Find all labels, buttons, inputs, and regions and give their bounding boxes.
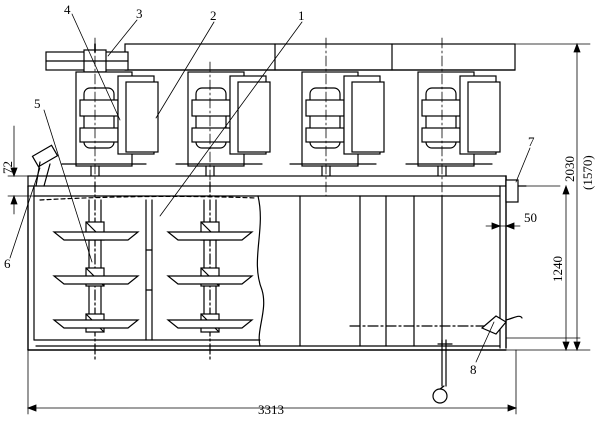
outlet-pipe — [505, 179, 527, 203]
tank — [27, 175, 507, 351]
callout-numbers: 1 2 3 4 5 6 7 8 — [4, 2, 535, 377]
top-frame — [124, 43, 516, 71]
motor-unit-1 — [61, 71, 159, 181]
dim-overall-length: 3313 — [258, 402, 284, 417]
dimension-texts: 3313 50 2030 (1570) 1240 72 — [0, 155, 595, 417]
discharge-valve — [432, 315, 523, 404]
dimension-lines — [7, 42, 591, 415]
callout-1: 1 — [298, 8, 305, 23]
callout-6: 6 — [4, 256, 11, 271]
leader-lines — [9, 13, 531, 363]
callout-2: 2 — [210, 8, 217, 23]
dim-total-height-alt: (1570) — [580, 155, 595, 190]
dim-inlet-offset: 72 — [0, 161, 15, 174]
impeller-assembly-1 — [52, 181, 140, 361]
unit-centre-lines — [94, 37, 443, 197]
dim-tank-height: 1240 — [550, 256, 565, 282]
callout-5: 5 — [34, 96, 41, 111]
callout-4: 4 — [64, 2, 71, 17]
dim-offset: 50 — [524, 210, 537, 225]
motor-unit-4 — [405, 71, 501, 181]
callout-3: 3 — [136, 6, 143, 21]
callout-8: 8 — [470, 362, 477, 377]
impeller-assembly-2 — [166, 181, 254, 361]
motor-unit-3 — [289, 71, 385, 181]
dim-total-height: 2030 — [562, 156, 577, 182]
motor-unit-2 — [175, 71, 271, 181]
callout-7: 7 — [528, 134, 535, 149]
belt-drive — [45, 43, 129, 73]
